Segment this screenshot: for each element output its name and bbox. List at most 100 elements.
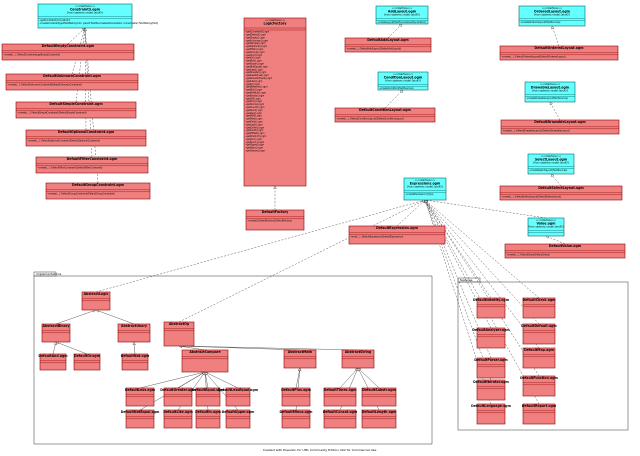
class-name: DefaultLessEqual.ogm (218, 388, 259, 392)
class-name: DefaultCheck.ogm (522, 298, 556, 302)
class-defaultanalyzer-ogm[interactable]: DefaultAnalyzer.ogm (472, 327, 510, 349)
class-name: AbstractCompare (189, 350, 220, 354)
package-label: implementations (36, 272, 62, 276)
class-defaultsubstr-ogm[interactable]: DefaultSubstr.ogm (361, 387, 396, 407)
class-value-ogm[interactable]: <<interface>>Value.ogm{from systems.mode… (528, 217, 565, 237)
class-name: DefaultAnd.ogm (38, 354, 68, 358)
class-defaultminus-ogm[interactable]: DefaultMinus.ogm (280, 409, 314, 429)
class-defaultselectlayout-ogm[interactable]: DefaultSelectLayout.ogm+create(...) :Def… (499, 185, 623, 201)
class-meta: {from systems.model.{stuff}} (67, 11, 104, 14)
class-abstractbinary[interactable]: AbstractBinary (41, 323, 70, 343)
class-defaultin-ogm[interactable]: DefaultIn.ogm (195, 409, 222, 429)
class-defaultnot-ogm[interactable]: DefaultNot.ogm (121, 353, 150, 371)
class-box (522, 323, 556, 345)
class-defaultexpression-ogm[interactable]: DefaultExpression.ogm+eval(...) :Default… (348, 225, 446, 245)
class-defaultgreater-ogm[interactable]: DefaultGreater.ogm (160, 387, 196, 407)
class-operation: +getConstraint().ogm (245, 31, 269, 34)
class-defaultunknownconstraint-ogm[interactable]: DefaultUnknownConstraint.ogm+create(...)… (5, 73, 139, 91)
class-abstractop[interactable]: AbstractOp (163, 321, 195, 347)
generalization-arrowhead (204, 371, 209, 376)
class-defaultfactory[interactable]: DefaultFactory+create():DefaultFactory(D… (245, 209, 305, 231)
class-defaultoptionalconstraint-ogm[interactable]: DefaultOptionalConstraint.ogm+create(...… (25, 129, 147, 147)
class-box (245, 209, 305, 231)
class-drawablelayout-ogm[interactable]: <<interface>>DrawableLayout.ogm{from sys… (524, 81, 576, 103)
class-defaultemptyconstraint-ogm[interactable]: DefaultEmptyConstraint.ogm+create(...) :… (1, 43, 135, 61)
generalization-arrowhead (550, 173, 555, 178)
relation-p5-p2 (55, 341, 88, 355)
class-meta: {from systems.model.{stuff}} (533, 161, 570, 164)
class-addlayout-ogm[interactable]: <<interface>>AddLayout.ogm{from systems.… (375, 5, 429, 25)
class-name: DefaultGreater.ogm (160, 388, 196, 392)
class-constraint3-ogm[interactable]: <<interface>>Constraint3.ogm{from system… (37, 3, 158, 29)
class-defaultaddlayout-ogm[interactable]: DefaultAddLayout.ogm+create(...) :Defaul… (344, 37, 432, 53)
class-defaultlanguage-ogm[interactable]: DefaultLanguage.ogm (471, 403, 512, 425)
class-defaultlessequal-ogm[interactable]: DefaultLessEqual.ogm (218, 387, 259, 407)
class-operation: +create(...) :DefaultDrawableLayout(Defa… (502, 129, 570, 132)
class-operation: +getJoin().ogm (245, 138, 262, 141)
class-name: DefaultLength.ogm (362, 410, 397, 414)
class-stereotype: <<interface>> (540, 82, 560, 86)
relation-f4-exprI (424, 199, 492, 381)
class-defaultor-ogm[interactable]: DefaultOr.ogm (73, 353, 101, 371)
class-abstractunary[interactable]: AbstractUnary (117, 323, 151, 343)
class-box (35, 156, 149, 174)
class-defaultreport-ogm[interactable]: DefaultReport.ogm (522, 403, 557, 425)
class-name: DefaultIn.ogm (195, 410, 221, 414)
class-abstractlogic[interactable]: AbstractLogic (81, 291, 111, 311)
class-defaultless-ogm[interactable]: DefaultLess.ogm (125, 387, 156, 407)
class-defaultgroupconstraint-ogm[interactable]: DefaultGroupConstraint.ogm+create(...) :… (45, 182, 151, 200)
relation-f2-exprI (424, 199, 492, 329)
class-defaultvalue-ogm[interactable]: DefaultValue.ogm+create(...) :DefaultVal… (504, 243, 626, 259)
class-operation: +getValues().ogm (245, 150, 265, 153)
class-defaultconditionlayout-ogm[interactable]: DefaultConditionLayout.ogm+create(...) :… (334, 107, 436, 123)
relation-addDef-addI (387, 23, 403, 39)
class-operation: +getAny().ogm (245, 100, 262, 103)
class-defaultsimpleconstraint-ogm[interactable]: DefaultSimpleConstraint.ogm+create(...) … (15, 101, 137, 119)
class-defaultequal-ogm[interactable]: DefaultEqual.ogm (192, 387, 225, 407)
class-defaultcheck-ogm[interactable]: DefaultCheck.ogm (522, 297, 556, 319)
class-logicfactory[interactable]: <<interface>>LogicFactory+getConstraint(… (243, 17, 307, 187)
class-defaultdrawablelayout-ogm[interactable]: DefaultDrawableLayout.ogm+create(...) :D… (500, 119, 620, 135)
class-name: DefaultLike.ogm (163, 410, 193, 414)
class-abstractmath[interactable]: AbstractMath (283, 349, 317, 369)
class-defaulttimes-ogm[interactable]: DefaultTimes.ogm (323, 387, 358, 407)
package-frame (33, 275, 433, 445)
class-meta: {from systems.model.{stuff}} (532, 89, 569, 92)
class-defaultnotequal-ogm[interactable]: DefaultNotEqual.ogm (121, 409, 160, 429)
class-defaultorderedlayout-ogm[interactable]: DefaultOrderedLayout.ogm+create(...) :De… (499, 45, 619, 61)
class-box (163, 321, 195, 347)
class-defaultidentity-ogm[interactable]: DefaultIdentity.ogm (473, 297, 510, 319)
class-orderedlayout-ogm[interactable]: <<interface>>OrderedLayout.ogm{from syst… (518, 5, 586, 27)
class-box (225, 409, 251, 429)
class-box (323, 387, 357, 407)
class-name: DefaultGroupConstraint.ogm (72, 183, 125, 187)
class-defaultfunction-ogm[interactable]: DefaultFunction.ogm (520, 375, 559, 397)
class-defaultplus-ogm[interactable]: DefaultPlus.ogm (281, 387, 312, 407)
class-defaultupper-ogm[interactable]: DefaultUpper.ogm (222, 409, 255, 429)
class-stereotype: <<interface>> (265, 18, 285, 22)
class-defaultlength-ogm[interactable]: DefaultLength.ogm (362, 409, 397, 429)
class-name: Constraint3.ogm (70, 7, 101, 11)
class-defaultconcat-ogm[interactable]: DefaultConcat.ogm (323, 409, 358, 429)
class-defaultiterator-ogm[interactable]: DefaultIterator.ogm (473, 379, 510, 401)
class-name: DefaultOrderedLayout.ogm (534, 46, 584, 50)
class-name: DefaultEmptyConstraint.ogm (42, 44, 95, 48)
class-abstractstring[interactable]: AbstractString (341, 349, 375, 369)
relation-selDef-selI (550, 173, 562, 187)
class-defaultdefault-ogm[interactable]: DefaultDefault.ogm (521, 323, 557, 345)
class-defaultand-ogm[interactable]: DefaultAnd.ogm (38, 353, 68, 371)
class-selectlayout-ogm[interactable]: <<interface>>SelectLayout.ogm{from syste… (527, 153, 575, 175)
class-conditionlayout-ogm[interactable]: <<interface>>ConditionLayout.ogm{from sy… (377, 71, 429, 91)
class-meta: {from systems.model.{stuff}} (384, 13, 421, 16)
class-defaultmap-ogm[interactable]: DefaultMap.ogm (522, 347, 556, 369)
class-defaultlike-ogm[interactable]: DefaultLike.ogm (163, 409, 193, 429)
class-expressions-ogm[interactable]: <<interface>>Expressions.ogm{from system… (403, 177, 447, 201)
class-defaultparser-ogm[interactable]: DefaultParser.ogm (474, 357, 508, 379)
class-abstractcompare[interactable]: AbstractCompare (181, 349, 229, 373)
class-operation: +getOrder().ogm (245, 126, 264, 129)
class-name: DefaultSubstr.ogm (362, 388, 396, 392)
generalization-arrowhead (551, 25, 555, 30)
class-operation: +createDrawableLayout(fieldSources) (526, 97, 568, 100)
class-defaultfilterconstraint-ogm[interactable]: DefaultFilterConstraint.ogm+create(...) … (35, 156, 149, 174)
class-box (225, 387, 251, 407)
